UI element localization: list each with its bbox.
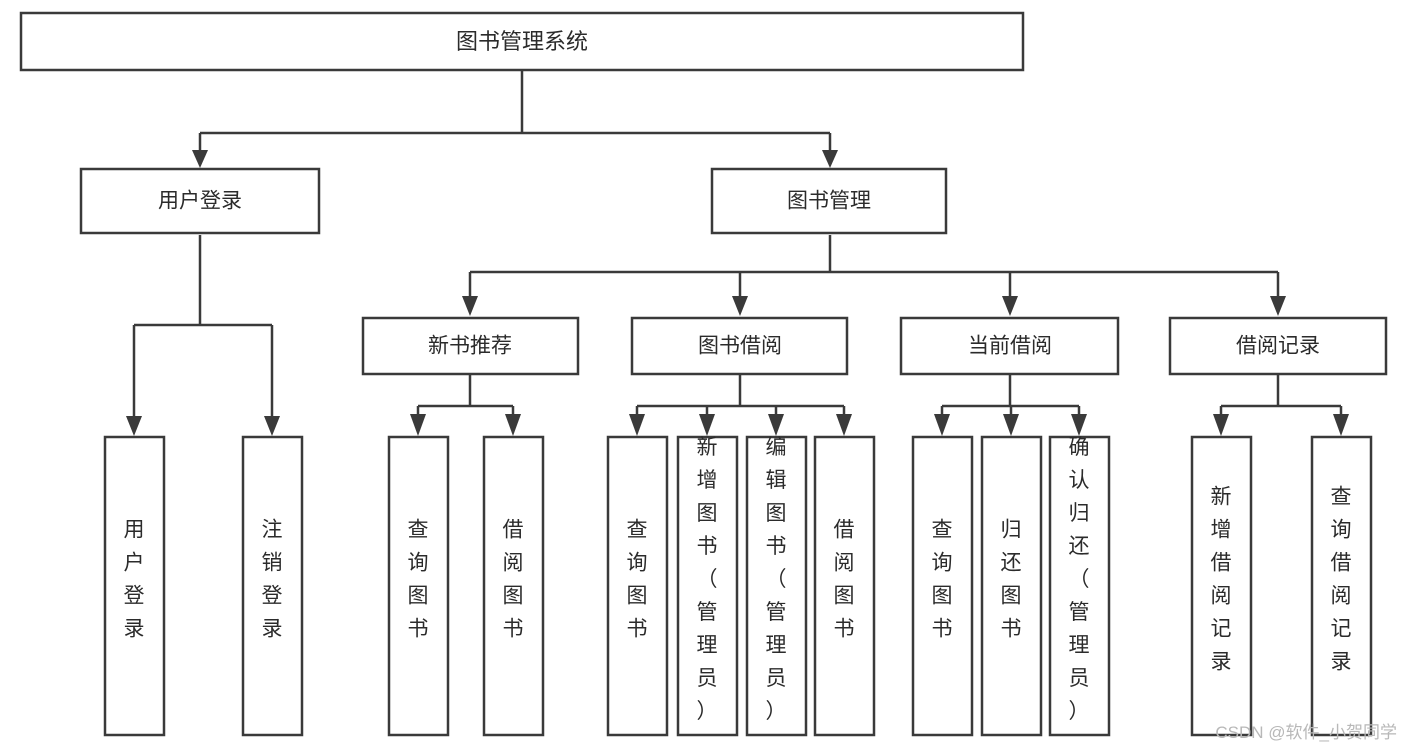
- node-user-login[interactable]: 用户登录: [79, 167, 321, 235]
- book-borrow-box[interactable]: [630, 316, 849, 376]
- arrow-new-book-leaf1: [410, 414, 426, 436]
- leaf-borrow-record-0[interactable]: 新增借阅记录: [1190, 435, 1253, 737]
- arrow-to-book-borrow: [732, 296, 748, 316]
- leaf-box[interactable]: [1310, 435, 1373, 737]
- leaf-label: 注销登录: [262, 519, 283, 641]
- leaf-label: 用户登录: [124, 519, 145, 641]
- leaf-label: 新增图书（管理员）: [697, 436, 718, 723]
- arrow-to-borrow-record: [1270, 296, 1286, 316]
- book-borrow-label: 图书借阅: [698, 335, 782, 358]
- new-book-recommend-label: 新书推荐: [428, 335, 512, 358]
- book-manage-box[interactable]: [710, 167, 948, 235]
- borrow-record-label: 借阅记录: [1236, 335, 1320, 358]
- leaf-book-borrow-2[interactable]: 编辑图书（管理员）: [745, 435, 808, 737]
- leaf-current-borrow-0[interactable]: 查询图书: [911, 435, 974, 737]
- arrow-to-current-borrow: [1002, 296, 1018, 316]
- arrow-book-borrow-leaf4: [836, 414, 852, 436]
- leaf-label: 编辑图书（管理员）: [766, 436, 787, 723]
- leaf-box[interactable]: [1190, 435, 1253, 737]
- leaf-box[interactable]: [482, 435, 545, 737]
- leaf-box[interactable]: [911, 435, 974, 737]
- leaf-current-borrow-2[interactable]: 确认归还（管理员）: [1048, 435, 1111, 737]
- root-label: 图书管理系统: [456, 29, 588, 54]
- leaf-label: 查询图书: [627, 519, 648, 641]
- leaf-book-borrow-0[interactable]: 查询图书: [606, 435, 669, 737]
- leaf-label: 查询图书: [408, 519, 429, 641]
- csdn-watermark: CSDN @软件_小贺同学: [1215, 723, 1397, 742]
- leaf-box[interactable]: [103, 435, 166, 737]
- arrow-current-borrow-leaf2: [1003, 414, 1019, 436]
- leaf-box[interactable]: [1048, 435, 1111, 737]
- book-manage-label: 图书管理: [787, 190, 871, 213]
- leaf-box[interactable]: [676, 435, 739, 737]
- leaf-box[interactable]: [813, 435, 876, 737]
- user-login-box[interactable]: [79, 167, 321, 235]
- arrow-borrow-record-leaf1: [1213, 414, 1229, 436]
- leaf-current-borrow-1[interactable]: 归还图书: [980, 435, 1043, 737]
- node-book-borrow[interactable]: 图书借阅: [630, 316, 849, 376]
- node-book-manage[interactable]: 图书管理: [710, 167, 948, 235]
- user-login-label: 用户登录: [158, 190, 242, 213]
- current-borrow-box[interactable]: [899, 316, 1120, 376]
- node-root[interactable]: 图书管理系统: [19, 11, 1025, 72]
- leaf-new-book-recommend-1[interactable]: 借阅图书: [482, 435, 545, 737]
- leaf-label: 新增借阅记录: [1211, 486, 1232, 674]
- arrow-book-borrow-leaf1: [629, 414, 645, 436]
- leaf-label: 确认归还（管理员）: [1069, 436, 1090, 723]
- leaf-box[interactable]: [241, 435, 304, 737]
- connector-layer: [126, 70, 1349, 436]
- leaf-box[interactable]: [387, 435, 450, 737]
- leaf-user-login-0[interactable]: 用户登录: [103, 435, 166, 737]
- leaf-label: 归还图书: [1001, 519, 1022, 641]
- arrow-borrow-record-leaf2: [1333, 414, 1349, 436]
- current-borrow-label: 当前借阅: [968, 335, 1052, 358]
- arrow-new-book-leaf2: [505, 414, 521, 436]
- leaf-book-borrow-3[interactable]: 借阅图书: [813, 435, 876, 737]
- borrow-record-box[interactable]: [1168, 316, 1388, 376]
- leaf-layer: 用户登录 注销登录 查询图书 借阅图书 查询图书 新增图书（管理员） 编辑图书（…: [103, 435, 1373, 737]
- arrow-current-borrow-leaf1: [934, 414, 950, 436]
- arrow-to-new-book: [462, 296, 478, 316]
- arrow-to-user-login: [192, 150, 208, 168]
- arrow-user-login-leaf1: [126, 416, 142, 436]
- leaf-borrow-record-1[interactable]: 查询借阅记录: [1310, 435, 1373, 737]
- arrow-to-book-manage: [822, 150, 838, 168]
- root-box[interactable]: [19, 11, 1025, 72]
- leaf-label: 借阅图书: [503, 519, 524, 641]
- new-book-recommend-box[interactable]: [361, 316, 580, 376]
- leaf-user-login-1[interactable]: 注销登录: [241, 435, 304, 737]
- arrow-book-borrow-leaf3: [768, 414, 784, 436]
- leaf-new-book-recommend-0[interactable]: 查询图书: [387, 435, 450, 737]
- leaf-book-borrow-1[interactable]: 新增图书（管理员）: [676, 435, 739, 737]
- arrow-user-login-leaf2: [264, 416, 280, 436]
- arrow-book-borrow-leaf2: [699, 414, 715, 436]
- leaf-box[interactable]: [606, 435, 669, 737]
- leaf-label: 查询图书: [932, 519, 953, 641]
- leaf-box[interactable]: [980, 435, 1043, 737]
- node-current-borrow[interactable]: 当前借阅: [899, 316, 1120, 376]
- node-new-book-recommend[interactable]: 新书推荐: [361, 316, 580, 376]
- node-borrow-record[interactable]: 借阅记录: [1168, 316, 1388, 376]
- leaf-label: 查询借阅记录: [1331, 486, 1352, 674]
- leaf-box[interactable]: [745, 435, 808, 737]
- leaf-label: 借阅图书: [834, 519, 855, 641]
- arrow-current-borrow-leaf3: [1071, 414, 1087, 436]
